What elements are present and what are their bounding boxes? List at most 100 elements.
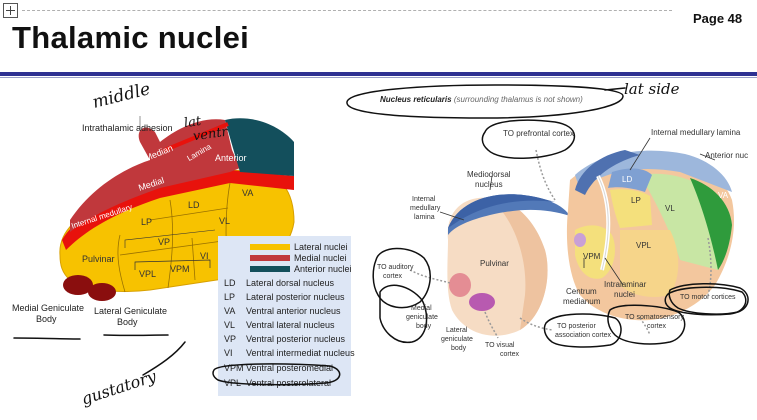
legend-name: Ventral posterior nucleus [246,334,346,344]
label-vp: VP [158,237,171,247]
legend-row: LP Lateral posterior nucleus [224,292,345,302]
label-pulvinar-right: Pulvinar [480,259,509,268]
legend-name: Ventral posteromedial [246,363,334,373]
legend-abbr: LD [224,278,236,288]
internal-medullary-lamina-region [62,170,294,250]
legend-key-lateral: Lateral nuclei [294,242,348,252]
legend-name: Ventral intermediat nucleus [246,348,355,358]
label-to-posterior-2: association cortex [555,332,612,339]
lp-region-right [610,189,652,228]
handwritten-ellipse-reticularis [346,84,624,119]
label-vpl-right: VPL [636,241,652,250]
label-vpl: VPL [139,269,157,279]
thalamus-diagram-left [13,116,295,340]
label-nucleus-reticularis: Nucleus reticularis (surrounding thalamu… [380,95,583,104]
legend-abbr: VPM [224,363,244,373]
label-vl: VL [219,216,231,226]
label-lateral-gen-right-3: body [451,345,467,352]
label-to-visual-cortex: cortex [500,351,520,358]
legend-name: Ventral lateral nucleus [246,320,335,330]
label-to-visual: TO visual [485,342,515,349]
legend-abbr: VA [224,306,236,316]
legend-row: VL Ventral lateral nucleus [224,320,335,330]
label-anterior: Anterior [215,153,247,163]
label-ld: LD [188,200,200,210]
label-anterior-nuc: Anterior nuc [705,151,749,160]
handwriting-overlay [142,87,747,386]
swatch-lateral [250,244,290,250]
swatch-anterior [250,266,290,272]
medial-geniculate-shape [63,275,93,295]
label-medianum: medianum [563,297,601,306]
label-nucleus-reticularis-name: Nucleus reticularis [380,95,452,104]
label-intrathalamic-adhesion: Intrathalamic adhesion [82,123,173,133]
legend-key-medial: Medial nuclei [294,253,347,263]
label-mediodorsal: Mediodorsal [467,170,511,179]
title-rule-thin [0,77,757,78]
label-intralaminar-nuclei: nuclei [614,290,635,299]
label-lp-right: LP [631,196,641,205]
label-centrum: Centrum [566,287,597,296]
legend-name: Lateral dorsal nucleus [246,278,335,288]
legend-row: LD Lateral dorsal nucleus [224,278,334,288]
ld-region-right [608,168,652,192]
label-to-somatosensory-2: cortex [647,323,667,330]
legend-name: Ventral anterior nucleus [246,306,341,316]
title-rule [0,72,757,76]
top-divider [22,10,672,11]
lateral-geniculate-shape [88,283,116,301]
vpl-region [620,230,679,297]
legend-abbr: LP [224,292,236,302]
legend-abbr: VI [224,348,233,358]
label-ld-right: LD [622,175,633,184]
legend-row: VP Ventral posterior nucleus [224,334,345,344]
label-vi: VI [200,251,209,261]
label-lateral-gen-right: Lateral [446,327,468,334]
label-to-prefrontal: TO prefrontal cortex [503,129,574,138]
label-internal-medullary-lamina: Internal medullary lamina [651,128,741,137]
legend-key-anterior: Anterior nuclei [294,264,352,274]
label-va-right: VA [718,191,729,200]
label-to-auditory: TO auditory [377,264,414,271]
label-medial-geniculate: Medial Geniculate [12,303,85,313]
label-to-somatosensory: TO somatosensory [625,314,685,321]
label-to-posterior: TO posterior [557,323,596,330]
label-lamina-right: lamina [414,214,435,221]
label-intralaminar: Intralaminar [604,280,647,289]
label-vpm-right: VPM [583,252,601,261]
va-region [690,178,732,270]
label-medial-gen-right-3: body [416,323,432,330]
page-title: Thalamic nuclei [12,20,250,55]
label-lateral-gen-right-2: geniculate [441,336,473,343]
anterior-nuclei-region [225,118,294,176]
centrum-medianum-shape [574,233,586,247]
legend-abbr: VL [224,320,236,330]
label-to-motor: TO motor cortices [680,294,736,301]
label-mediodorsal-nucleus: nucleus [475,180,503,189]
lateral-geniculate-right [469,293,495,311]
medial-geniculate-right [449,273,471,297]
label-lp: LP [141,217,153,227]
label-va: VA [242,188,254,198]
medial-nuclei-region [70,119,240,232]
legend-name: Lateral posterior nucleus [246,292,345,302]
handwriting-lat-side: lat side [624,80,680,98]
label-lateral-geniculate-body: Body [117,317,138,327]
label-medial-gen-right-2: geniculate [406,314,438,321]
legend-name: Ventral posterolateral [246,378,332,388]
label-medial-geniculate-body: Body [36,314,57,324]
legend-row: VA Ventral anterior nucleus [224,306,341,316]
legend-abbr: VP [224,334,237,344]
label-vpm: VPM [170,264,190,274]
label-nucleus-reticularis-note: (surrounding thalamus is not shown) [453,95,583,104]
page-number: Page 48 [693,11,743,26]
swatch-medial [250,255,290,261]
label-vl-right: VL [665,204,675,213]
label-medial-gen-right: Medial [411,305,432,312]
add-page-icon[interactable] [3,3,18,18]
nuclei-legend: Lateral nuclei Medial nuclei Anterior nu… [218,236,355,396]
label-internal: Internal [412,196,436,203]
label-to-auditory-cortex: cortex [383,273,403,280]
label-medullary: medullary [410,205,441,212]
